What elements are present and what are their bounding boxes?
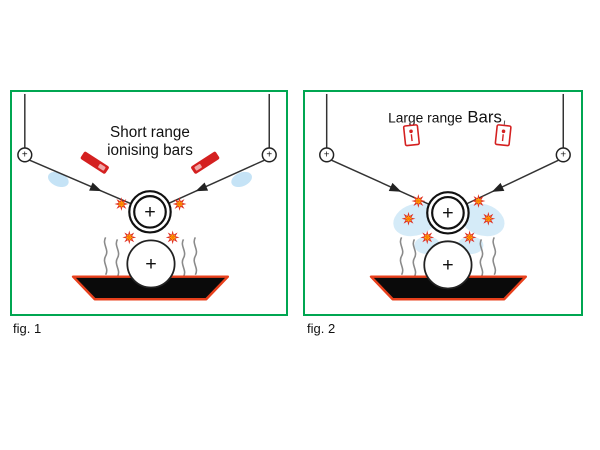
idler-roller-left <box>319 147 335 163</box>
immersion-roller <box>126 239 176 289</box>
idler-plus-right: + <box>266 149 272 160</box>
fume-line <box>103 236 108 276</box>
large-range-bar-left <box>402 120 420 147</box>
idler-plus-left: + <box>22 149 28 160</box>
immersion-roller-plus: + <box>442 254 454 276</box>
bar-emitter-dot <box>409 129 413 134</box>
ionising-bar-body <box>80 151 109 174</box>
main-roller-plus: + <box>442 202 454 224</box>
idler-roller-right <box>555 147 571 163</box>
fig2-diagram: Large range Bars + + <box>319 93 571 301</box>
ion-glow-right <box>231 171 252 188</box>
caption-fig1: fig. 1 <box>13 321 42 336</box>
main-roller-plus: + <box>144 201 156 223</box>
spark-icon <box>401 211 416 226</box>
spark-icon <box>114 197 129 211</box>
panel-fig1: Short range ionising bars + + <box>10 90 288 316</box>
web-line-left-diagonal <box>330 159 430 205</box>
web-direction-arrow-right <box>193 182 209 196</box>
spark-icon <box>411 194 426 208</box>
caption-fig2: fig. 2 <box>307 321 336 336</box>
main-roller-inner <box>133 195 167 229</box>
fume-line <box>399 236 404 276</box>
bar-emitter-line <box>501 134 504 142</box>
immersion-roller-plus: + <box>145 253 157 275</box>
ionising-bar-highlight <box>98 163 106 171</box>
spark-icon <box>462 230 477 245</box>
bar-hanger <box>409 120 411 126</box>
spark-icon <box>172 197 187 211</box>
spark-icon <box>471 194 486 208</box>
panel-fig2: Large range Bars + + <box>303 90 583 316</box>
fig1-title-line1: Short range <box>110 124 190 141</box>
web-line-left-diagonal <box>28 159 132 205</box>
web-line-right-diagonal <box>466 159 560 205</box>
large-range-bar-right <box>494 120 512 147</box>
web-direction-arrow-right <box>489 182 505 196</box>
ionising-bar-body <box>191 151 220 174</box>
idler-roller-left <box>17 147 33 163</box>
fig2-title: Large range Bars <box>388 107 502 126</box>
fume-line <box>492 236 497 276</box>
idler-roller-right <box>261 147 277 163</box>
ionising-bar-right <box>191 151 220 174</box>
ionising-bar-highlight <box>194 163 202 171</box>
bar-emitter-line <box>410 134 413 142</box>
web-direction-arrow-left <box>89 182 104 196</box>
spark-icon <box>165 230 180 245</box>
web-direction-arrow-left <box>388 182 404 196</box>
ion-glow-left <box>47 171 69 188</box>
spark-icon <box>122 230 137 245</box>
ionising-bar-left <box>80 151 109 174</box>
spark-icon <box>481 211 496 226</box>
idler-plus-right: + <box>560 149 566 160</box>
immersion-roller <box>423 240 473 290</box>
web-line-right-diagonal <box>168 159 266 204</box>
ion-glow-right <box>460 203 505 237</box>
fig1-title-line2: ionising bars <box>107 142 193 159</box>
spark-icon <box>420 230 435 245</box>
fume-line <box>115 238 120 278</box>
fig1-diagram: Short range ionising bars + + <box>17 93 277 301</box>
fig2-title-part1: Large range <box>388 110 463 125</box>
fig2-title-part2: Bars <box>467 107 501 126</box>
fume-line <box>181 238 186 278</box>
idler-plus-left: + <box>324 149 330 160</box>
main-roller-inner <box>431 196 465 230</box>
bar-emitter-dot <box>501 129 506 134</box>
fume-line <box>193 236 198 276</box>
bar-hanger <box>503 120 506 126</box>
